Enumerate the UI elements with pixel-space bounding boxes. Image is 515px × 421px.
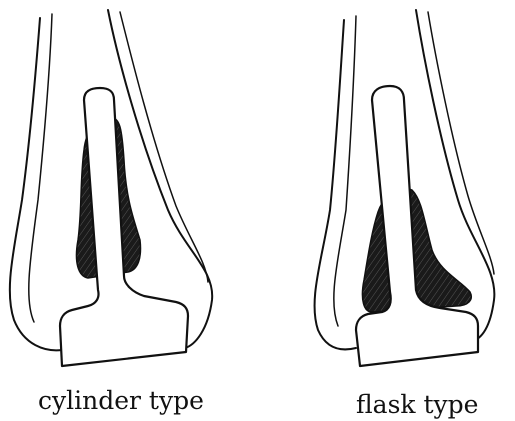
flask-bone-outline-left-inner [334,16,356,326]
flask-bone-outline-left [315,20,356,349]
flask-type-illustration [315,10,495,366]
cylinder-type-caption: cylinder type [38,388,204,413]
cylinder-bone-outline-left [10,18,62,350]
cylinder-type-illustration [10,10,212,366]
flask-bone-outline-right-inner [428,12,494,274]
cylinder-bone-outline-left-inner [29,14,52,322]
flask-type-caption: flask type [356,392,478,417]
